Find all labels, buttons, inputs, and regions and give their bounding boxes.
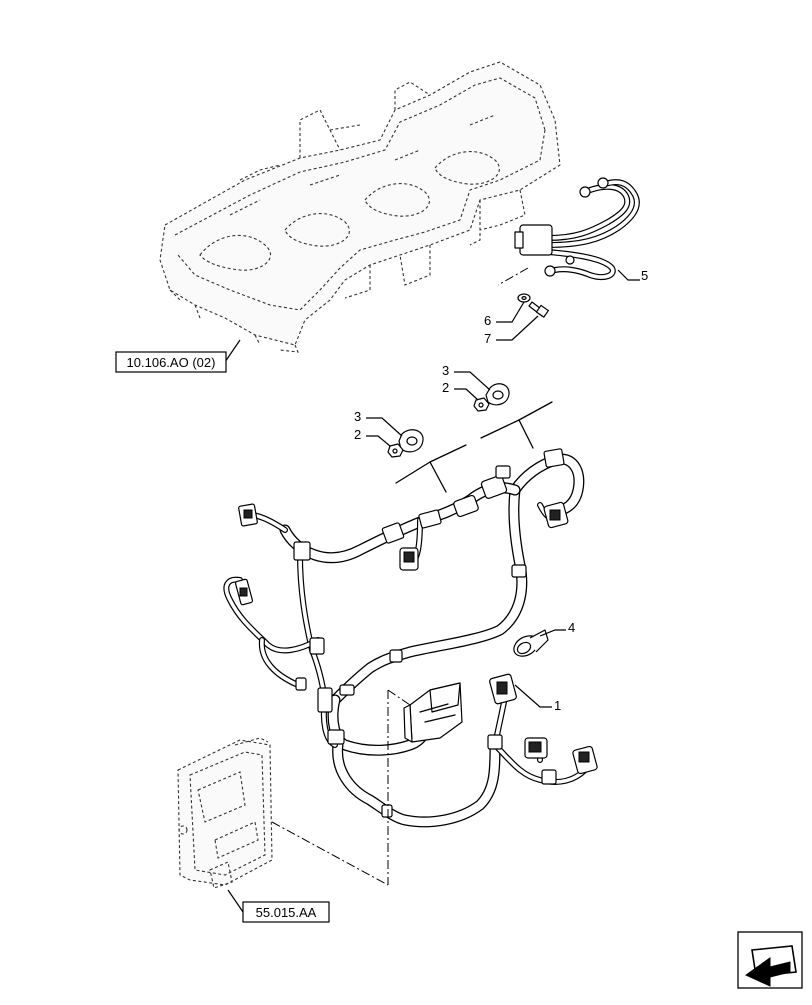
callout-6: 6 [484, 313, 491, 328]
nut-part-2-upper [473, 397, 490, 412]
ring-terminal [579, 186, 591, 198]
arrow-back-icon[interactable] [737, 931, 803, 989]
ecu-phantom [177, 737, 273, 889]
engine-reference-box[interactable]: 10.106.AO (02) [115, 351, 227, 373]
nut-part-2-lower [387, 443, 404, 458]
washer-part-6 [517, 293, 531, 303]
callout-7: 7 [484, 331, 491, 346]
engine-reference-label: 10.106.AO (02) [127, 355, 216, 370]
callout-2-lower: 2 [354, 427, 361, 442]
callout-1: 1 [554, 698, 561, 713]
engine-block-phantom [159, 61, 561, 353]
injector-connector [519, 224, 553, 256]
p-clamp-part-3-upper [485, 383, 510, 406]
callout-3-lower: 3 [354, 409, 361, 424]
harness-junction-box [403, 682, 463, 743]
bolt-part-7 [528, 301, 549, 318]
injector-harness-part-5 [514, 177, 640, 280]
callout-2-upper: 2 [442, 380, 449, 395]
p-clamp-part-3-lower [398, 429, 424, 453]
ecu-reference-label: 55.015.AA [256, 905, 317, 920]
callout-5: 5 [641, 268, 648, 283]
ecu-reference-box[interactable]: 55.015.AA [242, 901, 330, 923]
callout-4: 4 [568, 620, 575, 635]
callout-3-upper: 3 [442, 363, 449, 378]
grommet-part-4 [513, 629, 549, 657]
wiring-harness-part-1 [223, 448, 598, 828]
